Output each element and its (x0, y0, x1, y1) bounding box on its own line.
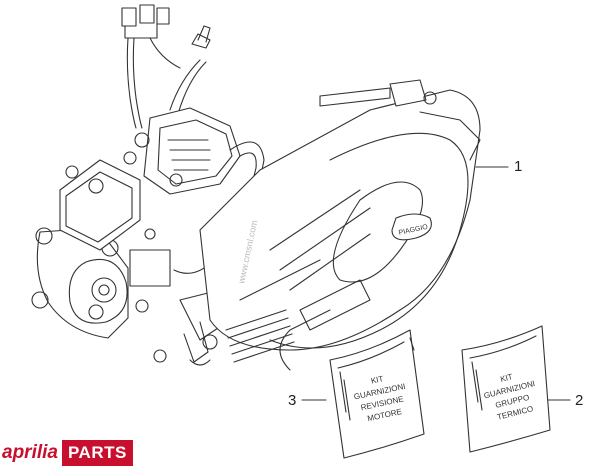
transmission-case: PIAGGIO (199, 89, 481, 371)
callout-3: 3 (288, 392, 297, 409)
callout-2: 2 (575, 392, 584, 409)
wiring-harness (121, 4, 211, 129)
crankcase-left (31, 159, 231, 363)
cylinder-head (123, 107, 241, 195)
callout-1: 1 (514, 158, 523, 175)
aprilia-parts-logo: aprilia PARTS (2, 440, 152, 466)
gasket-bag-thermal-group (461, 325, 551, 453)
brand-logo: aprilia (2, 442, 58, 463)
cooling-fins (153, 309, 295, 366)
gasket-bag-engine-overhaul (329, 329, 425, 459)
brand-badge: PARTS (61, 440, 133, 466)
drive-shaft (319, 79, 481, 161)
